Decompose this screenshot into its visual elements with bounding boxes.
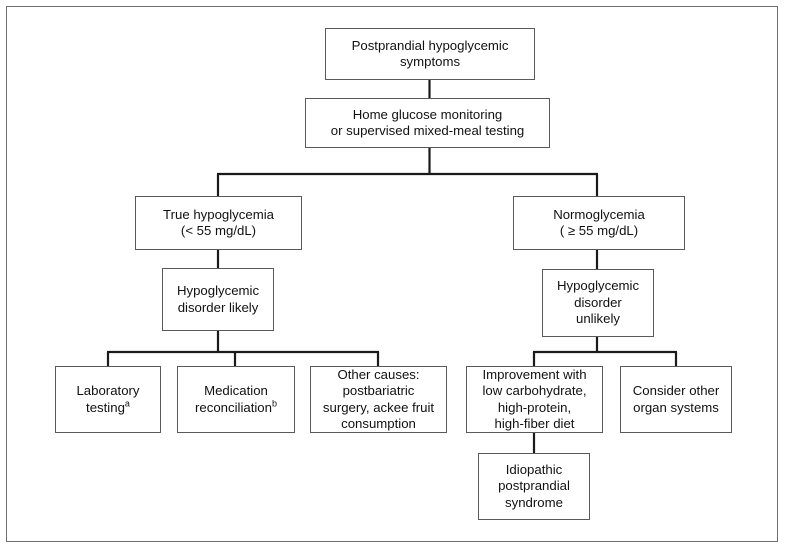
node-improvement-with-diet: Improvement with low carbohydrate, high-… [466,366,603,433]
node-label: Medication reconciliation [195,383,272,415]
node-hypoglycemic-disorder-unlikely: Hypoglycemic disorder unlikely [542,269,654,337]
node-consider-other-organ-systems: Consider other organ systems [620,366,732,433]
node-other-causes: Other causes: postbariatric surgery, ack… [310,366,447,433]
node-home-glucose-monitoring: Home glucose monitoring or supervised mi… [305,98,550,148]
node-label: True hypoglycemia (< 55 mg/dL) [163,206,274,238]
node-label: Laboratory testing [76,383,140,415]
node-normoglycemia: Normoglycemia ( ≥ 55 mg/dL) [513,196,685,250]
node-laboratory-testing: Laboratory testinga [55,366,161,433]
node-label: Home glucose monitoring or supervised mi… [330,106,525,138]
node-postprandial-symptoms: Postprandial hypoglycemic symptoms [325,28,535,80]
node-medication-reconciliation: Medication reconciliationb [177,366,295,433]
node-label: Other causes: postbariatric surgery, ack… [322,366,435,431]
node-label: Improvement with low carbohydrate, high-… [482,366,587,431]
footnote-marker-b: b [271,398,277,409]
node-label: Hypoglycemic disorder unlikely [556,278,640,327]
node-true-hypoglycemia: True hypoglycemia (< 55 mg/dL) [135,196,302,250]
node-label: Consider other organ systems [632,383,720,415]
node-idiopathic-postprandial-syndrome: Idiopathic postprandial syndrome [478,453,590,520]
node-label: Postprandial hypoglycemic symptoms [351,37,509,69]
footnote-marker-a: a [124,398,130,409]
node-label: Idiopathic postprandial syndrome [498,461,570,510]
node-label: Hypoglycemic disorder likely [176,283,260,315]
node-label: Normoglycemia ( ≥ 55 mg/dL) [553,206,645,238]
node-hypoglycemic-disorder-likely: Hypoglycemic disorder likely [162,268,274,331]
